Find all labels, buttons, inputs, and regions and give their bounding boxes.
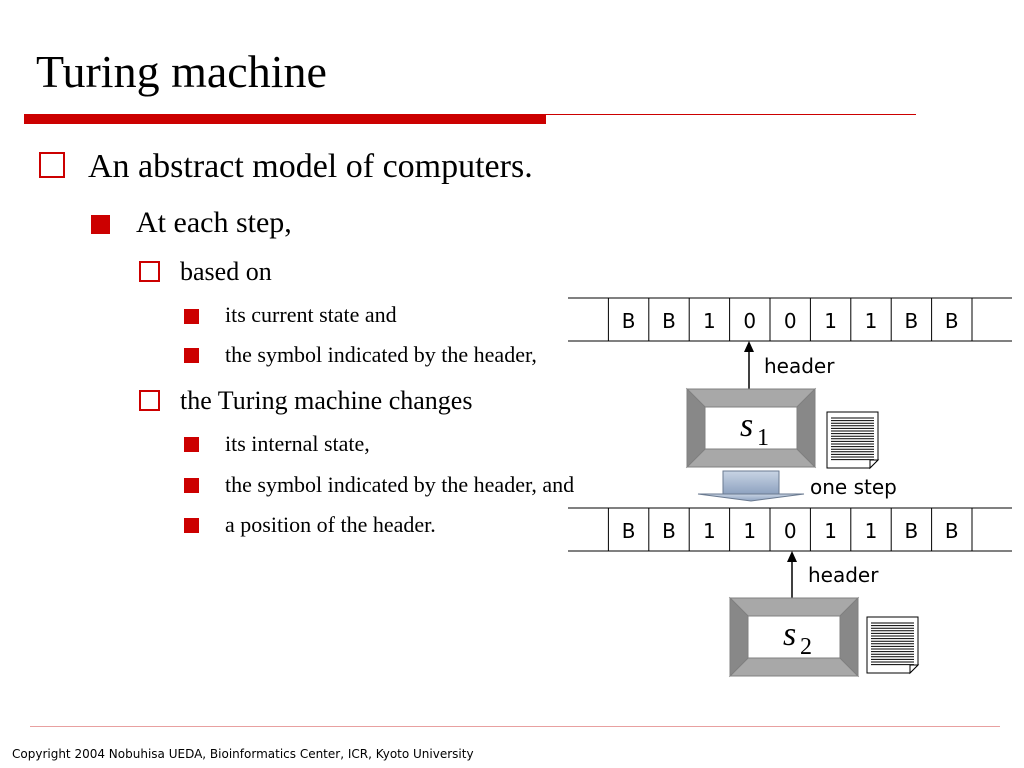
tape-cell: 1 <box>865 519 878 543</box>
title-rule-thin <box>546 114 916 115</box>
tape-cell: B <box>622 519 636 543</box>
state-subscript: 2 <box>800 634 812 660</box>
header-arrow <box>787 551 797 600</box>
filled-square-bullet-icon <box>91 215 110 234</box>
tape-cell: 0 <box>784 309 797 333</box>
bullet-level3: the Turing machine changes <box>180 386 473 415</box>
bullet-level4: its current state and <box>225 302 397 327</box>
bullet-level1: An abstract model of computers. <box>88 148 533 185</box>
state-subscript: 1 <box>757 425 769 451</box>
state-box-before: s 1 <box>685 387 817 469</box>
bullet-level4: the symbol indicated by the header, <box>225 342 537 367</box>
document-icon <box>826 411 880 470</box>
tape-cell: 1 <box>824 309 837 333</box>
document-icon <box>866 616 920 675</box>
filled-square-bullet-icon <box>184 348 199 363</box>
tape-cell: 1 <box>743 519 756 543</box>
one-step-label: one step <box>810 475 897 499</box>
tape-before: B B 1 0 0 1 1 B B <box>568 297 1012 342</box>
tape-cell: 1 <box>865 309 878 333</box>
hollow-square-bullet-icon <box>139 390 160 411</box>
tape-cell: B <box>945 309 959 333</box>
tape-cell: 0 <box>784 519 797 543</box>
bullet-level4: its internal state, <box>225 431 370 456</box>
filled-square-bullet-icon <box>184 518 199 533</box>
state-symbol: s <box>783 616 796 653</box>
header-label: header <box>808 563 879 587</box>
tape-cell: B <box>905 519 919 543</box>
header-arrow <box>744 341 754 391</box>
hollow-square-bullet-icon <box>39 152 65 178</box>
hollow-square-bullet-icon <box>139 261 160 282</box>
filled-square-bullet-icon <box>184 478 199 493</box>
state-box-after: s 2 <box>728 596 860 678</box>
filled-square-bullet-icon <box>184 309 199 324</box>
state-symbol: s <box>740 407 753 444</box>
tape-cell: 1 <box>824 519 837 543</box>
tape-cell: B <box>905 309 919 333</box>
bullet-level4: a position of the header. <box>225 512 436 537</box>
tape-cell: B <box>662 309 676 333</box>
header-label: header <box>764 354 835 378</box>
bullet-level2: At each step, <box>136 206 292 239</box>
tape-after: B B 1 1 0 1 1 B B <box>568 507 1012 552</box>
tape-cell: 1 <box>703 519 716 543</box>
tape-cell: B <box>622 309 636 333</box>
tape-cell: B <box>945 519 959 543</box>
tape-cell: 1 <box>703 309 716 333</box>
one-step-arrow <box>697 470 805 502</box>
bullet-level4: the symbol indicated by the header, and <box>225 472 575 497</box>
footer-rule <box>30 726 1000 727</box>
title-rule-thick <box>24 114 546 124</box>
slide-title: Turing machine <box>36 46 327 97</box>
bullet-level3: based on <box>180 257 272 286</box>
tape-cell: 0 <box>743 309 756 333</box>
filled-square-bullet-icon <box>184 437 199 452</box>
tape-cell: B <box>662 519 676 543</box>
copyright-footer: Copyright 2004 Nobuhisa UEDA, Bioinforma… <box>12 747 474 761</box>
